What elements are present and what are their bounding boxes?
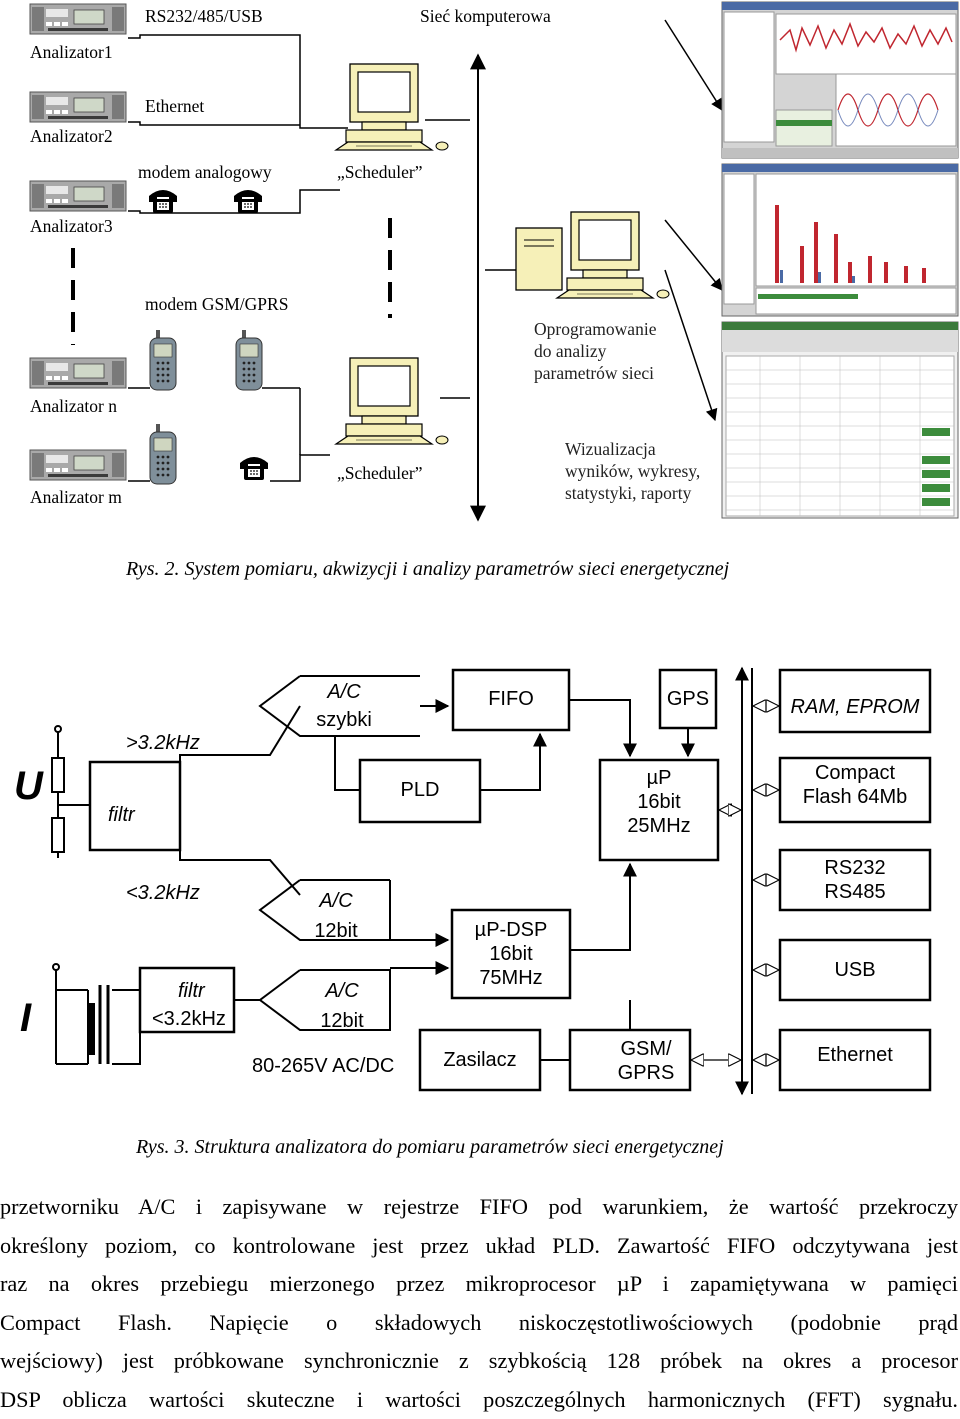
body-line: określony poziom, co kontrolowane jest p… xyxy=(0,1227,958,1266)
high-freq-label: >3.2kHz xyxy=(126,732,200,755)
analyzer-3-device xyxy=(30,181,126,211)
body-line: raz na okres przebiegu mierzonego przez … xyxy=(0,1265,958,1304)
analyzer-n-device xyxy=(30,358,126,388)
body-line: DSP oblicza wartości skuteczne i wartośc… xyxy=(0,1381,958,1419)
analyzer-2-label: Analizator2 xyxy=(30,126,113,147)
body-line: przetworniku A/C i zapisywane w rejestrz… xyxy=(0,1188,958,1227)
server-computer-icon xyxy=(516,212,669,298)
scheduler-bottom-label: „Scheduler” xyxy=(337,463,423,484)
screenshot-waveform-app xyxy=(722,2,958,158)
network-label: Sieć komputerowa xyxy=(420,6,551,27)
figure-2-caption: Rys. 2. System pomiaru, akwizycji i anal… xyxy=(126,558,729,581)
phone-icon-3 xyxy=(240,457,268,480)
adc-12bit-top-label: A/C 12bit xyxy=(300,886,372,946)
computer-icon-top xyxy=(336,64,448,150)
phone-icon-2 xyxy=(234,190,262,213)
adc-fast-label: A/C szybki xyxy=(300,678,388,734)
compact-flash-block: Compact Flash 64Mb xyxy=(780,761,930,809)
analyzer-1-label: Analizator1 xyxy=(30,42,113,63)
filter-u-label: filtr xyxy=(108,804,135,827)
mobile-phone-icon-1 xyxy=(150,330,176,390)
gps-block: GPS xyxy=(660,688,716,711)
analyzer-2-device xyxy=(30,92,126,122)
analyzer-3-label: Analizator3 xyxy=(30,216,113,237)
power-supply-block: Zasilacz xyxy=(420,1049,540,1072)
figure-2-diagram xyxy=(0,0,960,530)
figure-3-caption: Rys. 3. Struktura analizatora do pomiaru… xyxy=(136,1136,724,1159)
software-label: Oprogramowanie do analizy parametrów sie… xyxy=(534,318,656,384)
usb-block: USB xyxy=(780,959,930,982)
screenshot-spreadsheet-report xyxy=(722,322,958,518)
scheduler-top-label: „Scheduler” xyxy=(337,162,423,183)
body-line: wejściowy) jest próbkowane synchroniczni… xyxy=(0,1342,958,1381)
screenshot-harmonics-chart-app xyxy=(722,164,958,316)
analyzer-m-device xyxy=(30,450,126,480)
low-freq-label: <3.2kHz xyxy=(126,882,200,905)
adc-12bit-bottom-label: A/C 12bit xyxy=(306,976,378,1036)
ethernet-link-label: Ethernet xyxy=(145,96,204,117)
analyzer-m-label: Analizator m xyxy=(30,487,122,508)
mobile-phone-icon-3 xyxy=(150,424,176,484)
gsm-gprs-block: GSM/ GPRS xyxy=(586,1037,706,1085)
current-input-label: I xyxy=(20,996,31,1041)
body-paragraph: przetworniku A/C i zapisywane w rejestrz… xyxy=(0,1188,958,1419)
fifo-block: FIFO xyxy=(453,688,569,711)
pld-block: PLD xyxy=(360,779,480,802)
body-line: Compact Flash. Napięcie o składowych nis… xyxy=(0,1304,958,1343)
dsp-block: µP-DSP 16bit 75MHz xyxy=(452,918,570,990)
filter-i-freq-label: <3.2kHz xyxy=(152,1008,226,1031)
rs232-rs485-block: RS232 RS485 xyxy=(780,856,930,904)
mobile-phone-icon-2 xyxy=(236,330,262,390)
serial-link-label: RS232/485/USB xyxy=(145,6,263,27)
analyzer-1-device xyxy=(30,4,126,34)
power-input-label: 80-265V AC/DC xyxy=(252,1055,394,1078)
microprocessor-block: µP 16bit 25MHz xyxy=(600,766,718,838)
arrow-to-screenshot-3 xyxy=(665,270,715,420)
voltage-input-label: U xyxy=(14,764,43,809)
ethernet-block: Ethernet xyxy=(780,1044,930,1067)
gsm-modem-label: modem GSM/GPRS xyxy=(145,294,288,315)
analog-modem-label: modem analogowy xyxy=(138,162,272,183)
arrow-to-screenshot-1 xyxy=(665,20,722,110)
phone-icon-1 xyxy=(149,190,177,213)
analyzer-n-label: Analizator n xyxy=(30,396,117,417)
computer-icon-bottom xyxy=(336,358,448,444)
ram-eprom-block: RAM, EPROM xyxy=(780,696,930,719)
filter-i-label: filtr xyxy=(178,980,205,1003)
arrow-to-screenshot-2 xyxy=(665,220,722,290)
visualization-label: Wizualizacja wyników, wykresy, statystyk… xyxy=(565,438,700,504)
